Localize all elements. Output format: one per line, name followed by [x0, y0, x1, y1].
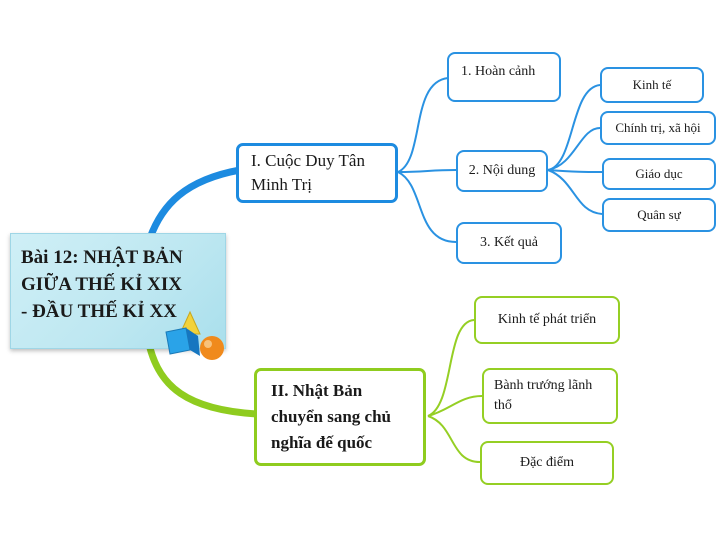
shapes-decoration-icon	[165, 310, 224, 360]
branch-node-de-quoc[interactable]: II. Nhật Bản chuyển sang chủ nghĩa đế qu…	[254, 368, 426, 466]
node-quan-su[interactable]: Quân sự	[602, 198, 716, 232]
node-quan-su-label: Quân sự	[637, 207, 681, 222]
node-dac-diem-label: Đặc điểm	[519, 455, 575, 470]
node-hoan-canh[interactable]: 1. Hoàn cảnh	[447, 52, 561, 102]
node-ket-qua[interactable]: 3. Kết quả	[456, 222, 562, 264]
node-kinh-te[interactable]: Kinh tế	[600, 67, 704, 103]
branch-node-de-quoc-line-1: II. Nhật Bản	[271, 381, 363, 400]
branch-node-minh-tri[interactable]: I. Cuộc Duy Tân Minh Trị	[236, 143, 398, 203]
node-dac-diem[interactable]: Đặc điểm	[480, 441, 614, 485]
node-giao-duc-label: Giáo dục	[635, 166, 683, 181]
node-hoan-canh-label: 1. Hoàn cảnh	[461, 64, 536, 79]
node-kinh-te-label: Kinh tế	[632, 77, 672, 92]
node-chinh-tri-xa-hoi-label: Chính trị, xã hội	[615, 120, 701, 135]
central-topic-line-3: - ĐẦU THẾ KỈ XX	[21, 301, 177, 322]
branch-node-minh-tri-line-2: Minh Trị	[251, 175, 312, 194]
node-banh-truong-line-2: thổ	[494, 398, 512, 413]
branch-node-de-quoc-line-2: chuyển sang chủ	[271, 407, 391, 426]
branch-node-de-quoc-line-3: nghĩa đế quốc	[271, 433, 373, 452]
node-noi-dung[interactable]: 2. Nội dung	[456, 150, 548, 192]
node-giao-duc[interactable]: Giáo dục	[602, 158, 716, 190]
node-kinh-te-phat-trien[interactable]: Kinh tế phát triển	[474, 296, 620, 344]
node-chinh-tri-xa-hoi[interactable]: Chính trị, xã hội	[600, 111, 716, 145]
branch-node-minh-tri-line-1: I. Cuộc Duy Tân	[251, 151, 365, 170]
node-noi-dung-label: 2. Nội dung	[468, 163, 536, 178]
node-banh-truong-line-1: Bành trướng lãnh	[494, 378, 593, 393]
node-kinh-te-phat-trien-label: Kinh tế phát triển	[497, 312, 597, 327]
central-topic-line-1: Bài 12: NHẬT BẢN	[21, 247, 183, 268]
node-banh-truong-lanh-tho[interactable]: Bành trướng lãnh thổ	[482, 368, 618, 424]
node-ket-qua-label: 3. Kết quả	[480, 235, 538, 250]
central-topic-line-2: GIỮA THẾ KỈ XIX	[21, 274, 183, 295]
